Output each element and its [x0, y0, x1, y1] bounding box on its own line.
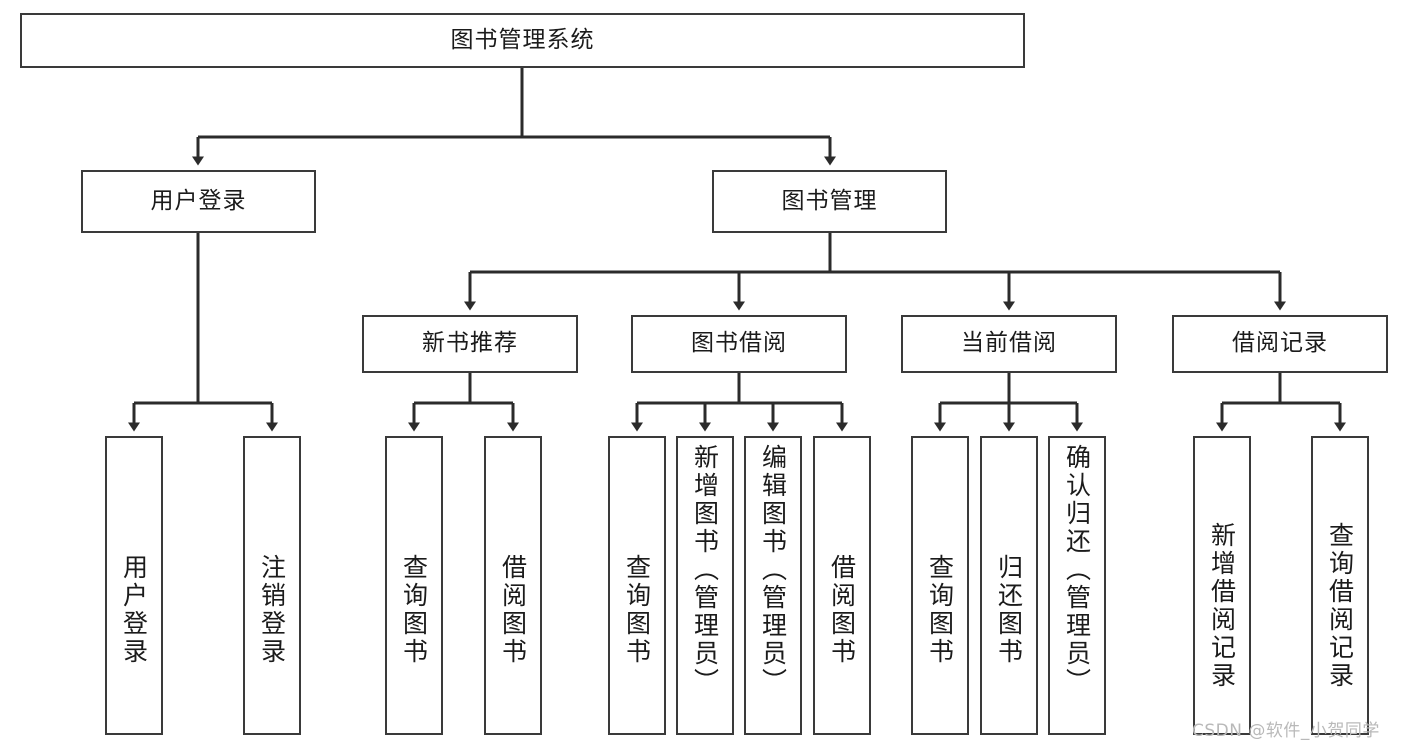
node-leaf-confirm-return-admin[interactable]: 确认归还（管理员）	[1048, 436, 1106, 735]
node-current-borrow[interactable]: 当前借阅	[901, 315, 1117, 373]
node-label: 借阅记录	[1232, 330, 1328, 357]
node-leaf-query-book-borrow[interactable]: 查询图书	[608, 436, 666, 735]
node-label: 借阅图书	[827, 554, 857, 666]
node-label: 图书管理系统	[450, 26, 595, 53]
node-book-management[interactable]: 图书管理	[712, 170, 947, 233]
node-label: 用户登录	[150, 187, 247, 214]
node-borrow-record[interactable]: 借阅记录	[1172, 315, 1388, 373]
node-label: 当前借阅	[961, 330, 1057, 357]
node-leaf-logout[interactable]: 注销登录	[243, 436, 301, 735]
node-book-borrow[interactable]: 图书借阅	[631, 315, 847, 373]
node-new-book-recommend[interactable]: 新书推荐	[362, 315, 578, 373]
node-leaf-add-borrow-record[interactable]: 新增借阅记录	[1193, 436, 1251, 735]
node-label: 查询图书	[622, 554, 652, 666]
watermark-text: CSDN @软件_小贺同学	[1192, 721, 1380, 741]
node-label: 新书推荐	[422, 330, 518, 357]
node-label: 确认归还（管理员）	[1062, 444, 1092, 696]
node-label: 借阅图书	[498, 554, 528, 666]
node-label: 新增借阅记录	[1207, 522, 1237, 690]
node-label: 查询图书	[399, 554, 429, 666]
node-leaf-return-book[interactable]: 归还图书	[980, 436, 1038, 735]
node-label: 注销登录	[257, 554, 287, 666]
node-label: 新增图书（管理员）	[690, 444, 720, 696]
node-leaf-borrow-book[interactable]: 借阅图书	[813, 436, 871, 735]
node-label: 图书借阅	[691, 330, 787, 357]
node-leaf-query-book-new[interactable]: 查询图书	[385, 436, 443, 735]
node-user-login[interactable]: 用户登录	[81, 170, 316, 233]
node-label: 用户登录	[119, 554, 149, 666]
node-leaf-query-book-current[interactable]: 查询图书	[911, 436, 969, 735]
node-leaf-query-borrow-record[interactable]: 查询借阅记录	[1311, 436, 1369, 735]
node-label: 图书管理	[781, 187, 878, 214]
node-leaf-add-book-admin[interactable]: 新增图书（管理员）	[676, 436, 734, 735]
node-leaf-borrow-book-new[interactable]: 借阅图书	[484, 436, 542, 735]
node-label: 查询图书	[925, 554, 955, 666]
node-root-system[interactable]: 图书管理系统	[20, 13, 1025, 68]
node-label: 编辑图书（管理员）	[758, 444, 788, 696]
node-leaf-edit-book-admin[interactable]: 编辑图书（管理员）	[744, 436, 802, 735]
node-label: 查询借阅记录	[1325, 522, 1355, 690]
node-leaf-user-login[interactable]: 用户登录	[105, 436, 163, 735]
node-label: 归还图书	[994, 554, 1024, 666]
